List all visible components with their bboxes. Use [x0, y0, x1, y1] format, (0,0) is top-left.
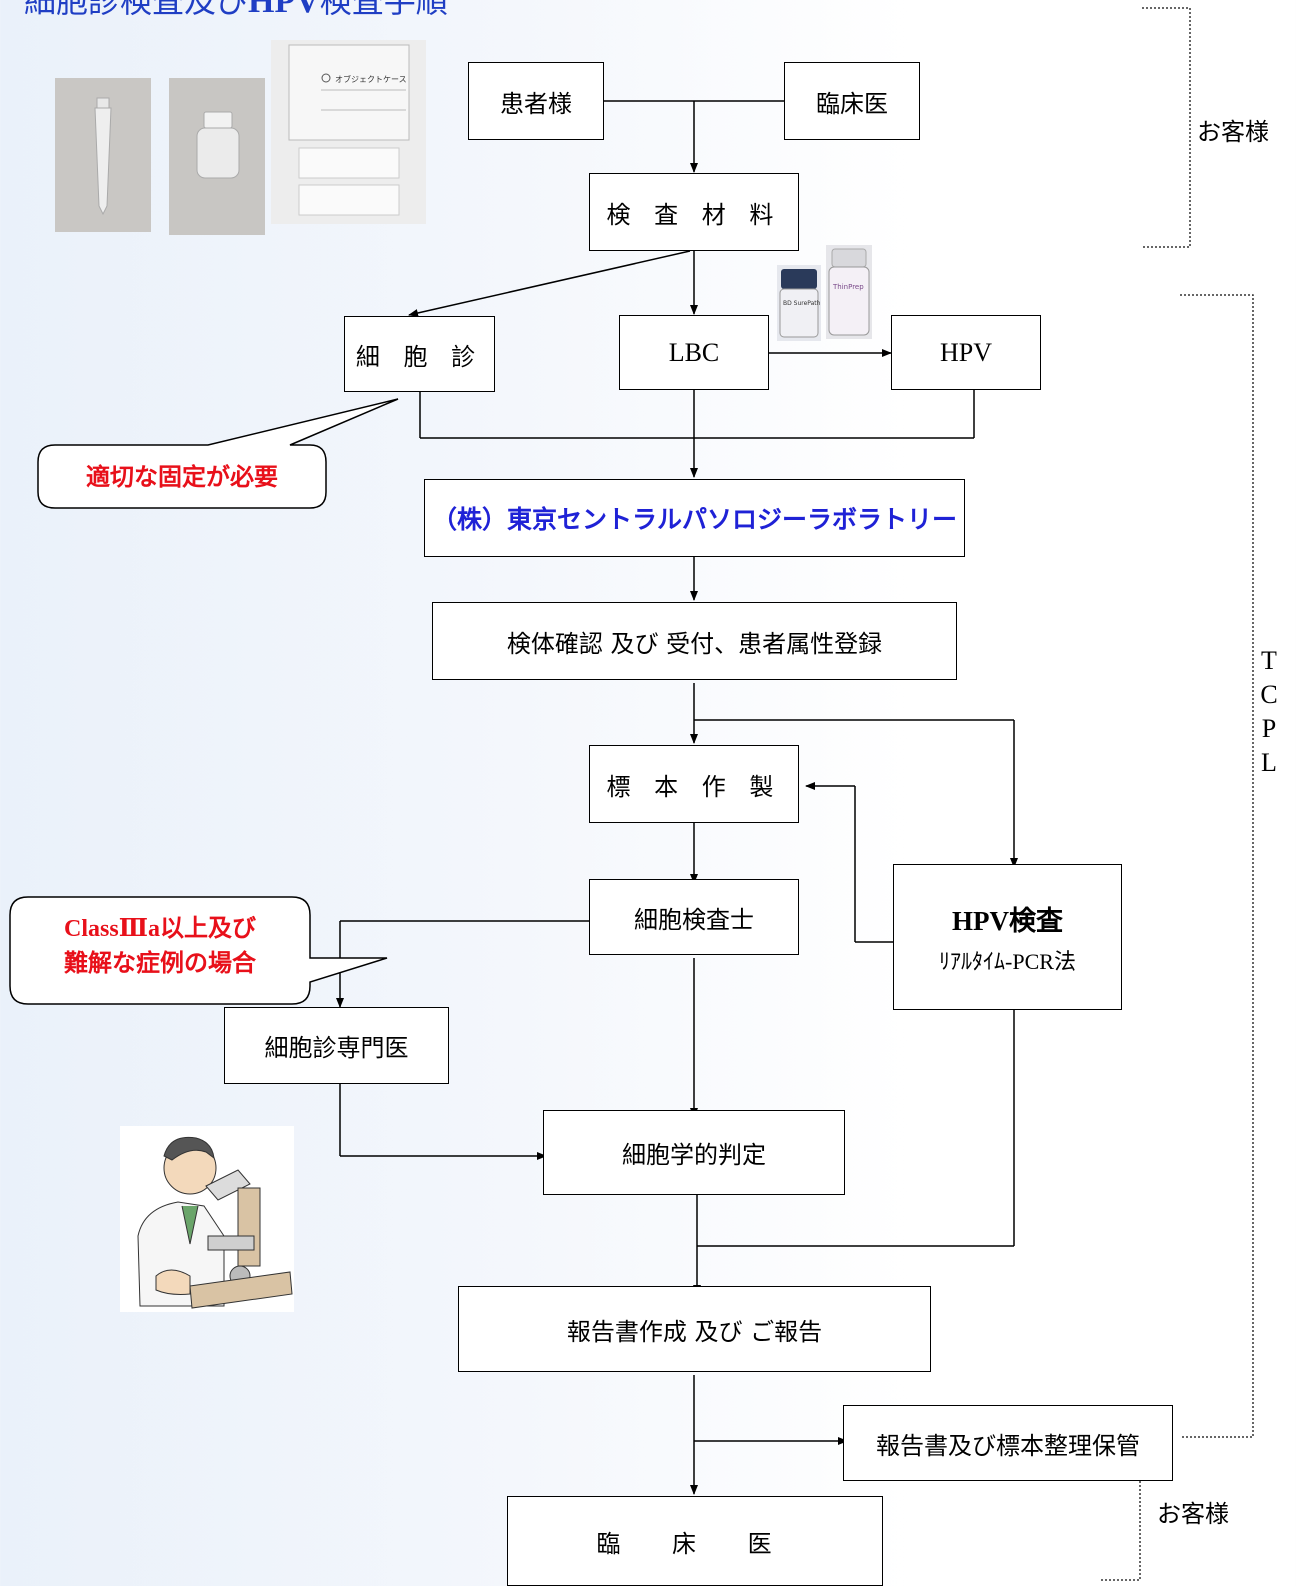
thinprep-vial-photo: ThinPrep: [826, 245, 872, 339]
customer-label-top: お客様: [1197, 118, 1269, 146]
hpv-test-method: ﾘｱﾙﾀｲﾑ-PCR法: [939, 948, 1076, 974]
class-callout: ClassⅢa以上及び 難解な症例の場合: [10, 912, 310, 980]
hpv-box: HPV: [891, 315, 1041, 390]
reception-box: 検体確認 及び 受付、患者属性登録: [432, 602, 957, 680]
storage-box: 報告書及び標本整理保管: [843, 1405, 1173, 1481]
fixation-callout: 適切な固定が必要: [86, 463, 278, 491]
case-label-text: オブジェクトケース: [335, 74, 407, 84]
clinician-bottom-box: 臨 床 医: [507, 1496, 883, 1586]
lab-box: （株）東京セントラルパソロジーラボラトリー: [424, 479, 965, 557]
microscope-illustration: [120, 1126, 294, 1312]
hpv-test-box: HPV検査 ﾘｱﾙﾀｲﾑ-PCR法: [893, 864, 1122, 1010]
page-title: 細胞診検査及びHPV検査手順: [24, 0, 448, 20]
bottle2-label: ThinPrep: [832, 283, 864, 291]
class-callout-line1: ClassⅢa以上及び: [64, 916, 256, 942]
class-callout-line2: 難解な症例の場合: [64, 949, 256, 977]
cytology-box: 細 胞 診: [344, 316, 495, 392]
surepath-vial-photo: BD SurePath: [777, 265, 821, 341]
centrifuge-tube-photo: [55, 78, 151, 232]
tcpl-label: TCPL: [1260, 646, 1278, 777]
cytotechnologist-box: 細胞検査士: [589, 879, 799, 955]
cytopathologist-box: 細胞診専門医: [224, 1007, 449, 1084]
report-box: 報告書作成 及び ご報告: [458, 1286, 931, 1372]
clinician-top-box: 臨床医: [784, 62, 920, 140]
hpv-test-title: HPV検査: [952, 905, 1063, 936]
slide-case-photo: オブジェクトケース: [271, 40, 426, 224]
preparation-box: 標 本 作 製: [589, 745, 799, 823]
specimen-material-box: 検 査 材 料: [589, 173, 799, 251]
patient-box: 患者様: [468, 62, 604, 140]
bottle1-label: BD SurePath: [783, 300, 821, 307]
specimen-bottle-photo: [169, 78, 265, 235]
lbc-box: LBC: [619, 315, 769, 390]
judgement-box: 細胞学的判定: [543, 1110, 845, 1195]
customer-label-bottom: お客様: [1157, 1500, 1229, 1528]
